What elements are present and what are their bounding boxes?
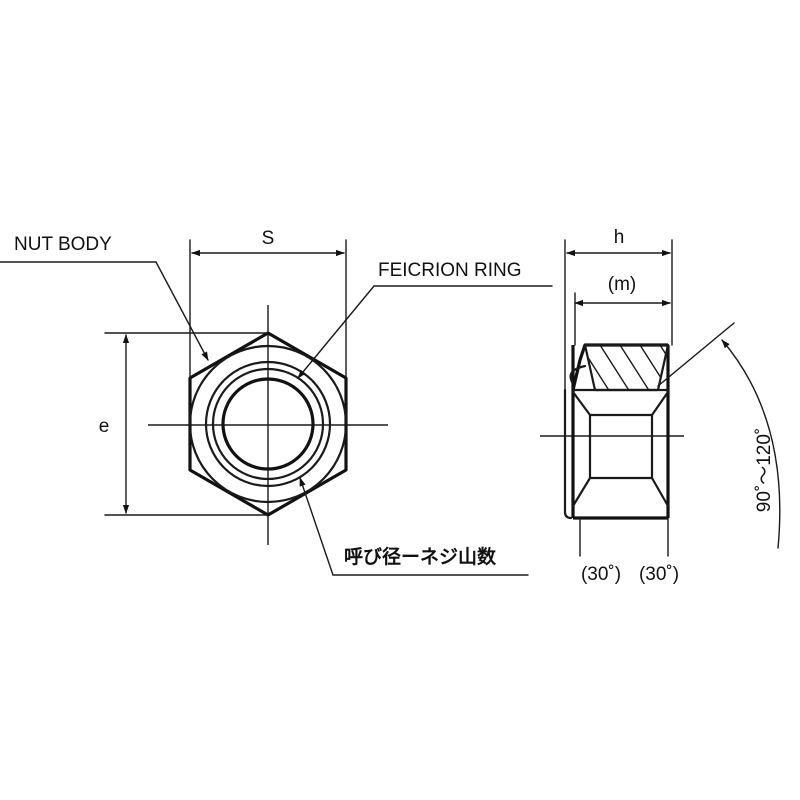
front-view: S e NUT BODY FEICRION RING 呼び径ーネジ山数 [0,228,553,576]
hex-face-chamfer-bottom [571,476,670,508]
bore-circle [221,377,315,471]
nut-body-label: NUT BODY [14,234,112,255]
h-label: h [614,227,625,248]
angle-label: 90˚～120˚ [754,428,775,513]
ring-outer-circle [204,360,332,488]
e-label: e [99,416,110,437]
ring-lip [569,364,587,384]
ring-inner-circle [211,367,325,481]
nut-body-leader [0,261,209,361]
angle-arc [721,339,781,549]
spec-note-label: 呼び径ーネジ山数 [344,545,497,568]
ring-section [583,343,670,392]
side-view: h (m) (30˚) (30˚) 90˚～120˚ [540,227,781,585]
hex-face-chamfer-top [571,390,670,417]
chamfer-right-label: (30˚) [639,564,679,585]
side-left-bracket [563,388,573,520]
ring-leader [297,285,553,379]
chamfer-left-label: (30˚) [581,564,621,585]
angle-leader-line [657,322,735,387]
ring-label: FEICRION RING [378,260,522,281]
chamfer-circle [188,344,348,504]
m-label: (m) [608,274,636,295]
spec-note-leader [299,477,529,576]
s-label: S [262,228,275,249]
ring-hatching [585,345,668,390]
